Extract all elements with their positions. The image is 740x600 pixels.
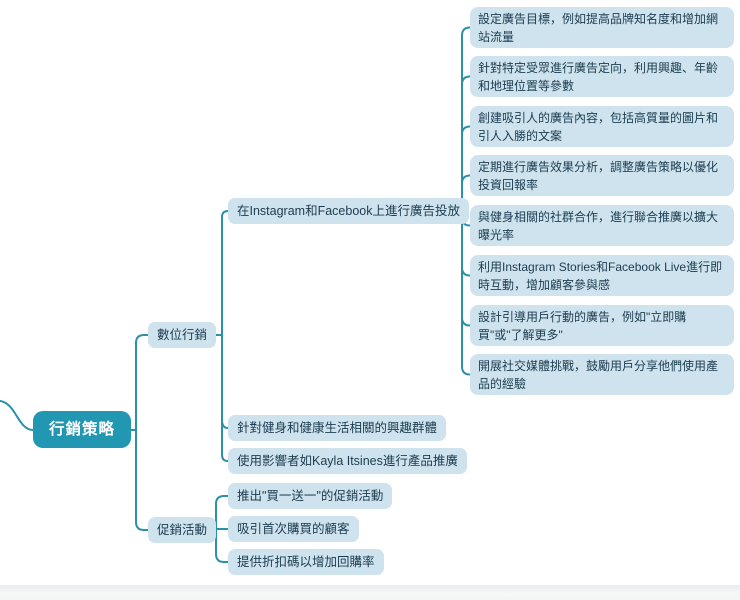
connector [221,419,229,429]
connector [461,125,471,136]
canvas-bottom-edge [0,585,740,600]
mindmap-root-node[interactable]: 行銷策略 [33,411,132,448]
node-instagram-facebook-ads[interactable]: 在Instagram和Facebook上進行廣告投放 [228,198,469,224]
node-promotions[interactable]: 促銷活動 [148,517,217,543]
node-discount-codes[interactable]: 提供折扣碼以增加回購率 [228,549,384,575]
leaf-ad-content[interactable]: 創建吸引人的廣告內容，包括高質量的圖片和引人入勝的文案 [470,106,734,147]
node-digital-marketing[interactable]: 數位行銷 [148,322,217,348]
node-fitness-interest-targeting[interactable]: 針對健身和健康生活相關的興趣群體 [228,415,447,441]
leaf-social-media-challenge[interactable]: 開展社交媒體挑戰，鼓勵用戶分享他們使用產品的經驗 [470,354,734,395]
leaf-cta-ads[interactable]: 設計引導用戶行動的廣告，例如"立即購買"或"了解更多" [470,305,734,346]
connector [461,75,471,86]
leaf-live-interaction[interactable]: 利用Instagram Stories和Facebook Live進行即時互動，… [470,255,734,296]
node-influencer-marketing[interactable]: 使用影響者如Kayla Itsines進行產品推廣 [228,448,467,474]
node-first-time-customers[interactable]: 吸引首次購買的顧客 [228,516,359,542]
leaf-community-partnership[interactable]: 與健身相關的社群合作，進行聯合推廣以擴大曝光率 [470,205,734,246]
connector [0,400,34,431]
leaf-ad-targeting[interactable]: 針對特定受眾進行廣告定向，利用興趣、年齡和地理位置等參數 [470,56,734,97]
connector [461,266,471,277]
connector [221,210,229,462]
leaf-ad-goals[interactable]: 設定廣告目標，例如提高品牌知名度和增加網站流量 [470,7,734,48]
connector [135,334,149,531]
connector [461,316,471,327]
node-bogo-promotion[interactable]: 推出"買一送一"的促銷活動 [228,483,393,509]
connector [461,174,471,185]
leaf-ad-performance-analysis[interactable]: 定期進行廣告效果分析，調整廣告策略以優化投資回報率 [470,155,734,196]
